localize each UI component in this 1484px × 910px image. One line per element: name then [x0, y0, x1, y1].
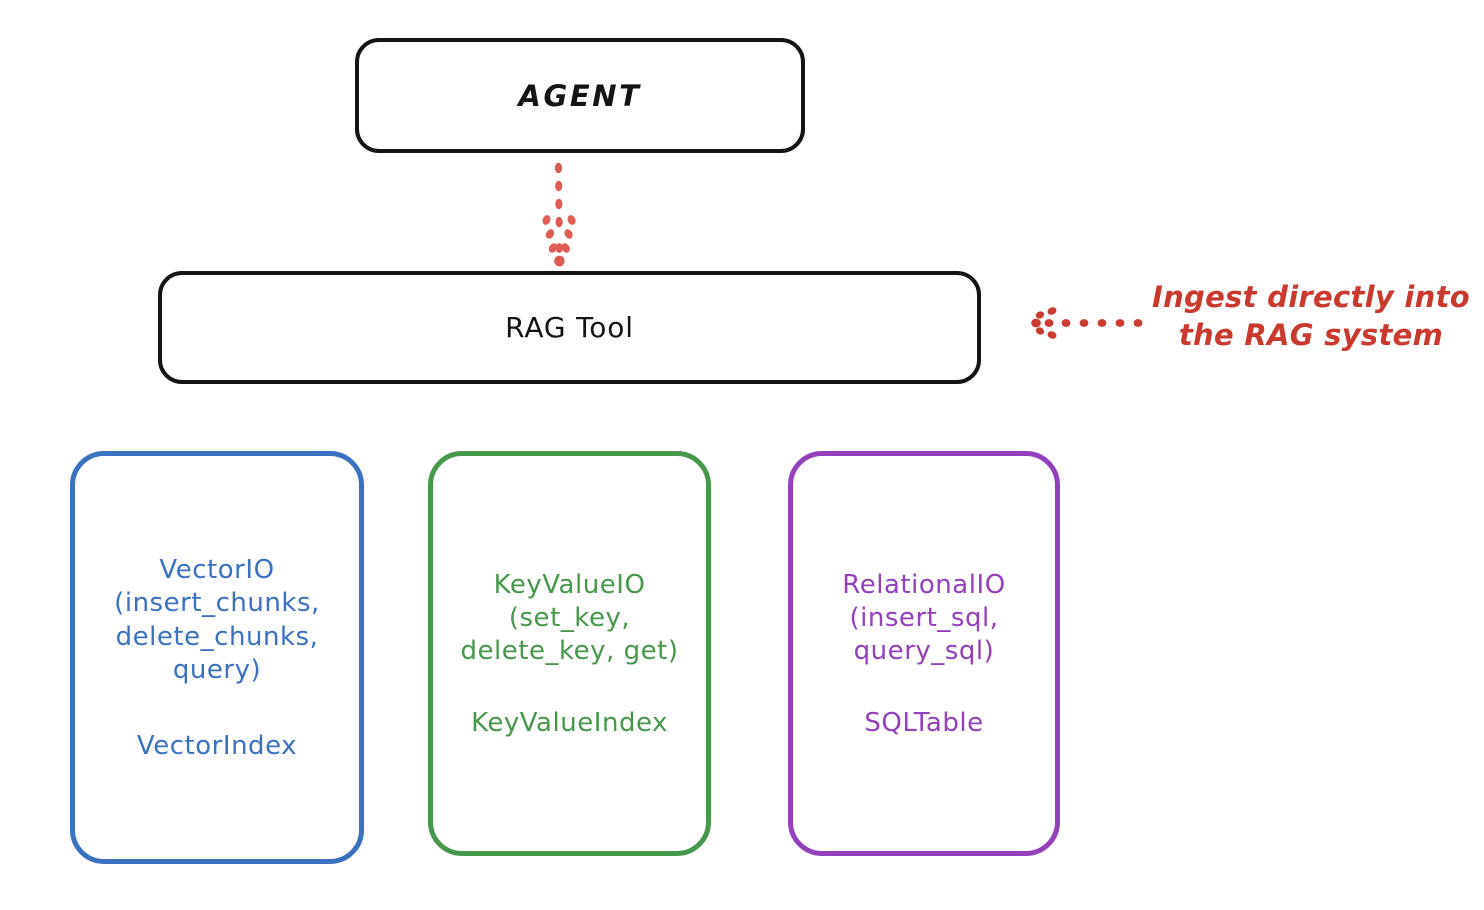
node-relational-io-api-label: RelationalIO (insert_sql, query_sql): [842, 569, 1006, 667]
node-key-value-io-content: KeyValueIO (set_key, delete_key, get) Ke…: [460, 569, 678, 739]
node-key-value-io[interactable]: KeyValueIO (set_key, delete_key, get) Ke…: [428, 451, 711, 856]
arrow-left-dotted-icon: [1031, 307, 1143, 339]
node-key-value-io-index-label: KeyValueIndex: [471, 708, 668, 739]
node-rag-tool[interactable]: RAG Tool: [158, 271, 981, 384]
node-vector-io[interactable]: VectorIO (insert_chunks, delete_chunks, …: [70, 451, 364, 864]
node-vector-io-api-label: VectorIO (insert_chunks, delete_chunks, …: [114, 554, 320, 685]
node-rag-tool-label: RAG Tool: [505, 311, 634, 344]
node-agent-label: AGENT: [518, 78, 642, 113]
node-vector-io-content: VectorIO (insert_chunks, delete_chunks, …: [114, 554, 320, 761]
node-relational-io-index-label: SQLTable: [864, 708, 984, 739]
node-relational-io-content: RelationalIO (insert_sql, query_sql) SQL…: [842, 569, 1005, 739]
connector-agent-to-rag-tool: [520, 160, 600, 270]
node-vector-io-index-label: VectorIndex: [136, 731, 298, 762]
node-key-value-io-api-label: KeyValueIO (set_key, delete_key, get): [460, 569, 679, 667]
annotation-ingest-note: Ingest directly into the RAG system: [1152, 280, 1470, 353]
arrow-down-dotted-icon: [542, 162, 576, 267]
node-relational-io[interactable]: RelationalIO (insert_sql, query_sql) SQL…: [788, 451, 1060, 856]
connector-ingest-into-rag: [1016, 298, 1146, 348]
node-agent[interactable]: AGENT: [355, 38, 805, 153]
